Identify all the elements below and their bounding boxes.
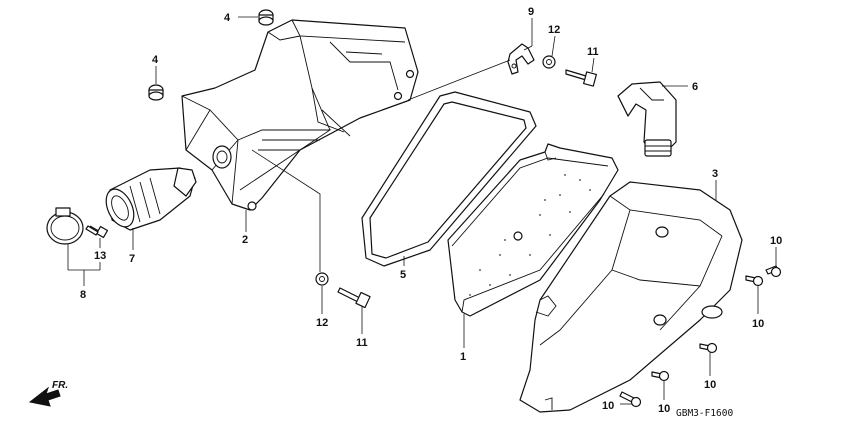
label-cover: 3 xyxy=(712,168,718,180)
label-band: 8 xyxy=(80,289,86,301)
screw-1 xyxy=(765,265,782,278)
bolt-top xyxy=(565,69,597,87)
label-clamp: 13 xyxy=(94,250,106,262)
leader-lines xyxy=(67,16,777,405)
label-packing: 5 xyxy=(400,269,406,281)
air-cleaner-case xyxy=(181,19,419,211)
label-grommet-left: 4 xyxy=(152,54,159,66)
screw-5 xyxy=(619,391,642,408)
case-packing xyxy=(361,91,537,267)
bolt-bottom xyxy=(337,287,371,309)
label-washer-bottom: 12 xyxy=(316,317,328,329)
breather-tube xyxy=(617,81,677,157)
screw-2 xyxy=(745,275,764,287)
label-screw-1: 10 xyxy=(770,235,782,247)
connecting-tube xyxy=(105,167,197,231)
label-connecting-tube: 7 xyxy=(129,253,135,265)
diagram-code: GBM3-F1600 xyxy=(676,408,733,419)
washer-bottom xyxy=(315,272,329,286)
hose-clamp xyxy=(46,207,109,245)
screw-6 xyxy=(85,225,99,236)
filter-element xyxy=(447,143,619,317)
label-breather-tube: 6 xyxy=(692,81,698,93)
washer-top xyxy=(542,55,556,69)
stay-bracket xyxy=(507,43,535,75)
label-bolt-top: 11 xyxy=(587,46,599,58)
label-case: 2 xyxy=(242,234,248,246)
grommet-left xyxy=(148,84,164,101)
label-screw-2: 10 xyxy=(752,318,764,330)
label-stay: 9 xyxy=(528,6,534,18)
screw-3 xyxy=(699,342,718,354)
air-cleaner-cover xyxy=(519,181,743,413)
grommet-top xyxy=(258,9,274,26)
reference-labels: 4 4 9 12 11 6 3 2 7 13 8 5 12 11 1 10 10… xyxy=(80,6,782,415)
front-direction-arrow: FR. xyxy=(28,380,68,407)
screw-4 xyxy=(651,370,670,382)
label-washer-top: 12 xyxy=(548,24,560,36)
label-screw-4: 10 xyxy=(658,403,670,415)
label-grommet-top: 4 xyxy=(224,12,231,24)
label-screw-5: 10 xyxy=(602,400,614,412)
label-element: 1 xyxy=(460,351,466,363)
front-direction-label: FR. xyxy=(52,380,68,391)
label-bolt-bottom: 11 xyxy=(356,337,368,349)
label-screw-3: 10 xyxy=(704,379,716,391)
